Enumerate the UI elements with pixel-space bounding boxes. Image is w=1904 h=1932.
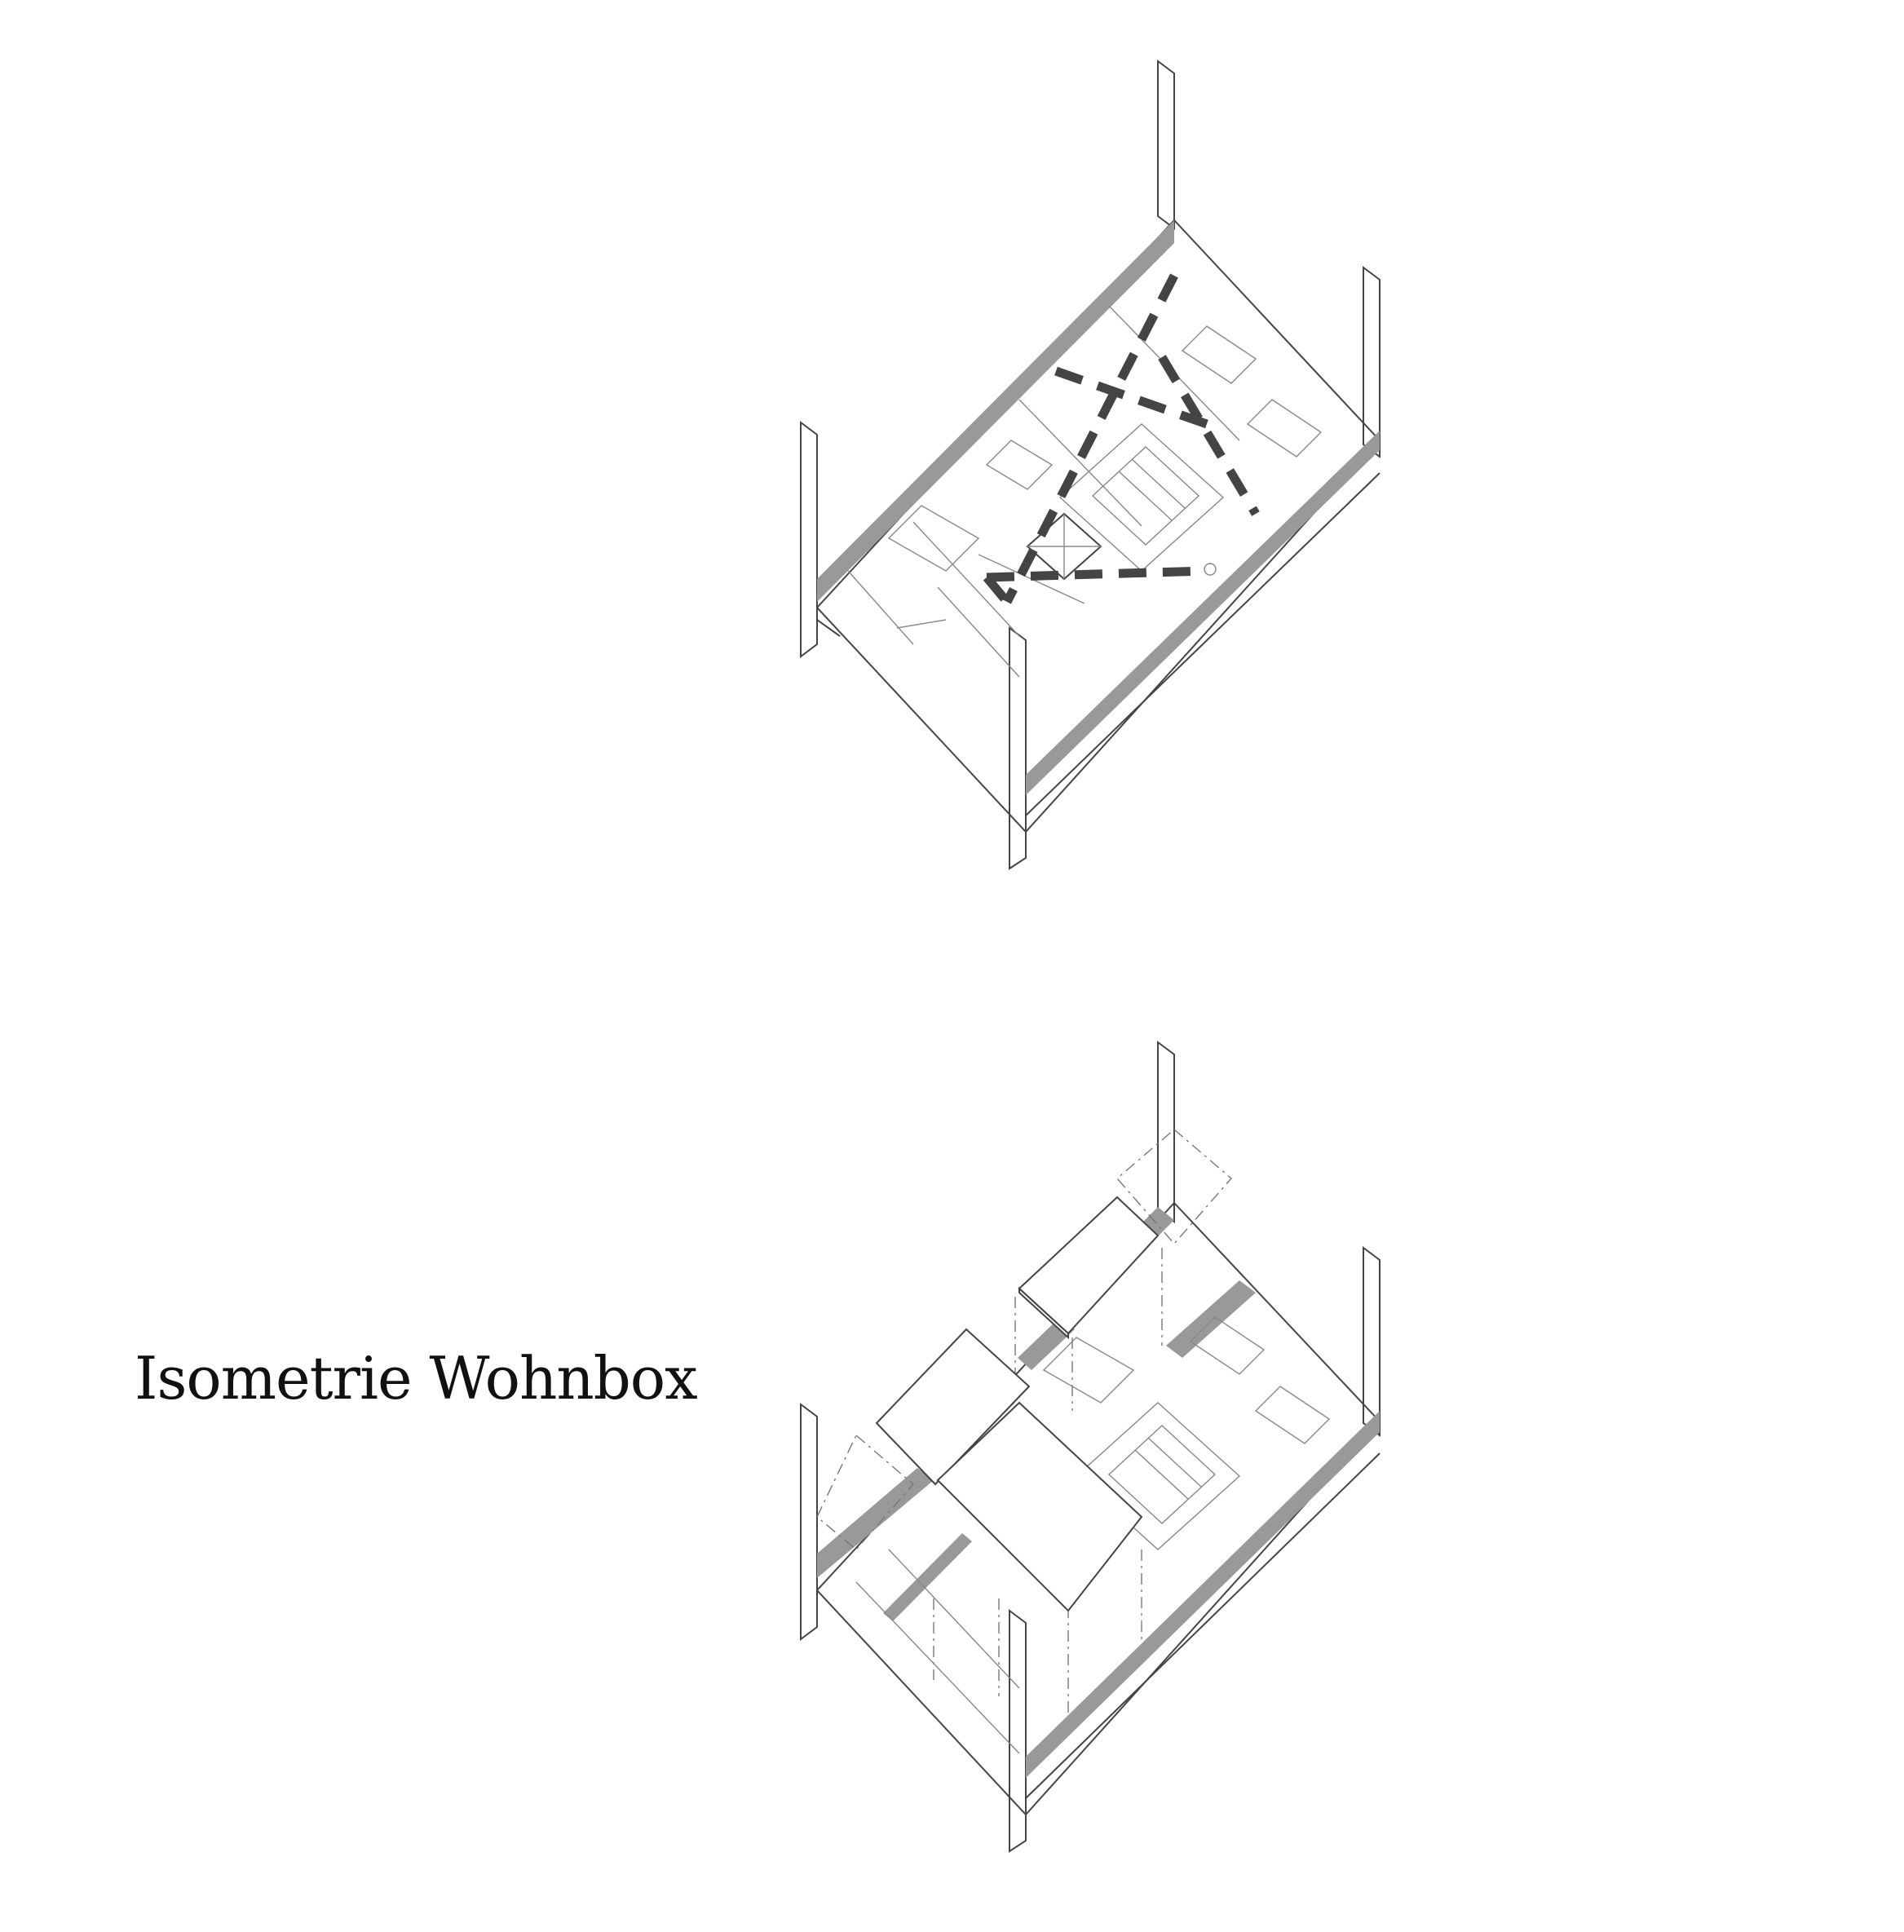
box-outline (816, 1434, 914, 1550)
living-box (875, 1328, 1031, 1486)
circulation-path-segment (986, 566, 1208, 582)
stair-line (1134, 1449, 1189, 1500)
room-bed (1254, 1386, 1331, 1444)
stair-core (1075, 1402, 1241, 1550)
room-bed (1246, 399, 1323, 458)
post-front-top (1009, 626, 1027, 870)
isometric-plan-bottom (800, 1041, 1381, 1853)
post-right-top (1363, 266, 1381, 458)
room-line (888, 1549, 1020, 1689)
wall-back-segment (817, 1468, 934, 1578)
living-box (1018, 1196, 1160, 1340)
room-line (855, 1581, 1020, 1754)
room-line (937, 586, 1020, 678)
ledge-line (816, 619, 841, 637)
isometric-plan-top (800, 60, 1381, 870)
ledge-line (1025, 1452, 1381, 1799)
post-right-bottom (1363, 1246, 1381, 1437)
stair-line (1118, 471, 1173, 521)
living-box-large (936, 1401, 1143, 1612)
wall-front-right (1026, 431, 1380, 795)
hall-beam (883, 1533, 972, 1621)
room-bed (1189, 1316, 1266, 1375)
path-node (1204, 563, 1217, 576)
bedroom-bed (887, 505, 980, 572)
stair-line (1147, 1437, 1202, 1488)
post-back-bottom (1157, 1041, 1175, 1223)
wall-back-left (817, 220, 1174, 602)
circulation-path-segment (1158, 355, 1260, 516)
room-line (1018, 399, 1142, 527)
room-bed (1181, 325, 1257, 384)
wall-front-right (1026, 1411, 1380, 1778)
ledge-line (1025, 472, 1381, 816)
circulation-path-segment (983, 574, 1011, 605)
room-line (896, 619, 947, 629)
stair-flight (1091, 446, 1200, 546)
box-outline (1116, 1129, 1232, 1245)
room-line (912, 521, 1020, 637)
room-line (847, 570, 914, 645)
kitchen-block (985, 440, 1054, 490)
post-back-top (1157, 60, 1175, 230)
circulation-path-segment (1003, 273, 1178, 604)
wall-right-segment (1166, 1280, 1256, 1358)
circulation-path-segment (1054, 366, 1208, 429)
post-left-top (800, 421, 818, 658)
post-left-bottom (800, 1403, 818, 1641)
stair-flight (1107, 1425, 1217, 1524)
dining-table (1042, 1337, 1135, 1404)
stair-line (1131, 458, 1186, 509)
post-front-bottom (1009, 1609, 1027, 1853)
drawing-caption: Isometrie Wohnbox (135, 1344, 698, 1413)
